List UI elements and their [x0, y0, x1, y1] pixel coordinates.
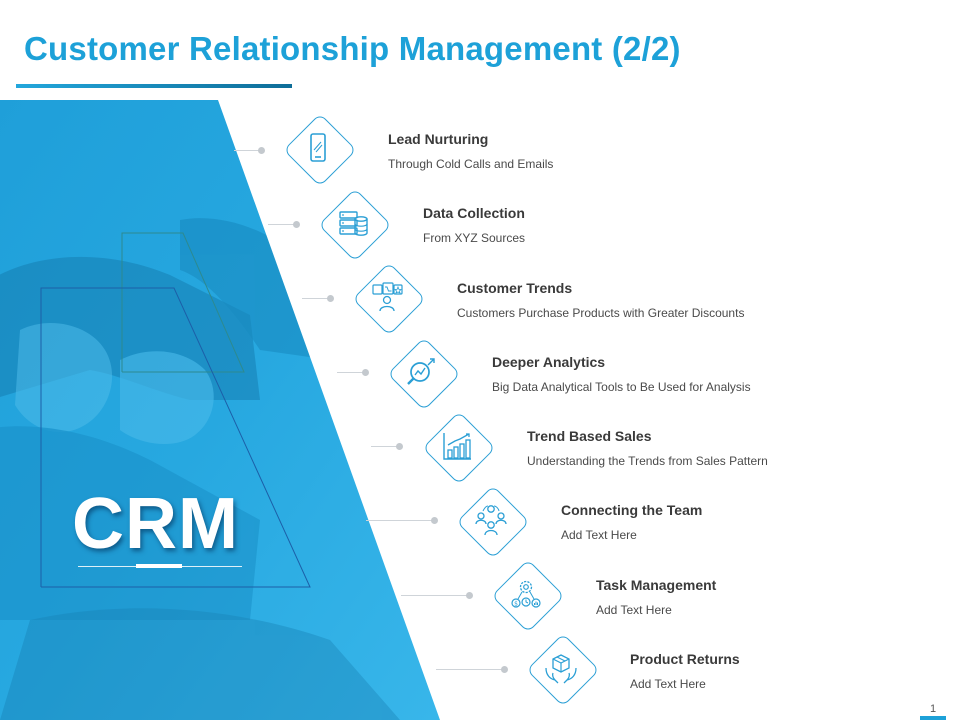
item-title: Data Collection: [423, 205, 525, 221]
icon-badge: [278, 108, 358, 188]
crm-underline-accent: [136, 564, 182, 568]
icon-badge: [451, 480, 531, 560]
connector-line: [401, 595, 469, 596]
item-description: Customers Purchase Products with Greater…: [457, 306, 745, 320]
box-hands-icon: [545, 654, 577, 684]
icon-badge: [382, 332, 462, 412]
connector-line: [302, 298, 330, 299]
icon-badge: [417, 406, 497, 486]
connector-dot: [431, 517, 438, 524]
connector-dot: [362, 369, 369, 376]
page-number: 1: [929, 703, 937, 715]
icon-badge: [521, 628, 601, 708]
connector-dot: [293, 221, 300, 228]
connector-line: [268, 224, 296, 225]
connector-line: [366, 520, 434, 521]
title-underline: [16, 84, 292, 88]
customer-shopping-icon: [372, 282, 403, 312]
item-title: Task Management: [596, 577, 717, 593]
svg-text:$: $: [514, 601, 518, 608]
connector-line: [436, 669, 504, 670]
smartphone-icon: [310, 133, 326, 162]
database-server-icon: [339, 211, 368, 236]
item-title: Lead Nurturing: [388, 131, 489, 147]
item-description: Through Cold Calls and Emails: [388, 157, 554, 171]
item-title: Connecting the Team: [561, 502, 703, 518]
gear-clock-icon: $: [511, 580, 541, 608]
handshake-hero-image: [0, 100, 440, 720]
item-title: Trend Based Sales: [527, 428, 652, 444]
item-description: Add Text Here: [630, 677, 706, 691]
icon-badge: [347, 257, 427, 337]
page-number-bar: [920, 716, 946, 720]
icon-badge: $: [486, 554, 566, 634]
item-title: Customer Trends: [457, 280, 573, 296]
connector-dot: [327, 295, 334, 302]
icon-badge: [313, 183, 393, 263]
connector-dot: [258, 147, 265, 154]
connector-dot: [501, 666, 508, 673]
connector-line: [234, 150, 262, 151]
connector-dot: [466, 592, 473, 599]
item-description: Understanding the Trends from Sales Patt…: [527, 454, 768, 468]
item-description: Add Text Here: [561, 528, 637, 542]
item-title: Deeper Analytics: [492, 354, 606, 370]
bar-chart-icon: [443, 433, 471, 460]
connector-dot: [396, 443, 403, 450]
crm-label: CRM: [72, 484, 239, 564]
item-title: Product Returns: [630, 651, 740, 667]
connector-line: [371, 446, 399, 447]
connector-line: [337, 372, 365, 373]
item-description: From XYZ Sources: [423, 231, 526, 245]
page-title: Customer Relationship Management (2/2): [24, 30, 681, 67]
item-description: Big Data Analytical Tools to Be Used for…: [492, 380, 751, 394]
item-description: Add Text Here: [596, 603, 672, 617]
team-icon: [475, 505, 507, 536]
magnifier-analytics-icon: [407, 358, 435, 385]
